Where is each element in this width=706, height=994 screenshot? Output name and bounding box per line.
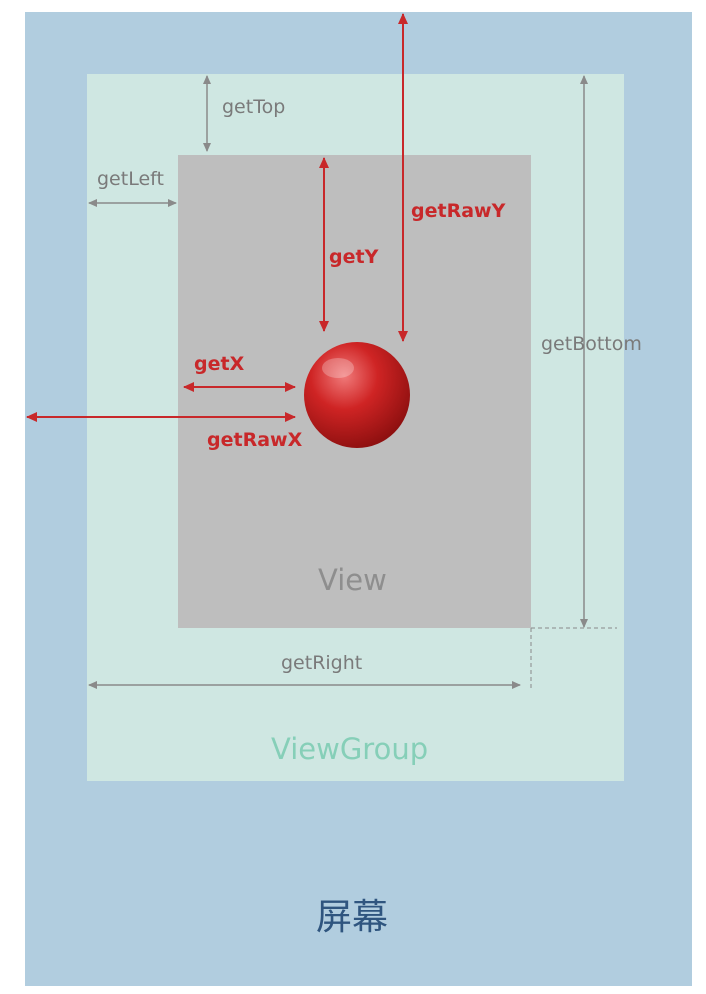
getright-label: getRight: [281, 652, 363, 674]
gety-label: getY: [329, 246, 379, 268]
getrawx-label: getRawX: [207, 429, 303, 451]
touch-point-highlight: [322, 358, 354, 378]
getx-label: getX: [194, 353, 245, 375]
gettop-label: getTop: [222, 96, 286, 118]
touch-point: [304, 342, 410, 448]
viewgroup-label: ViewGroup: [271, 732, 429, 766]
getbottom-label: getBottom: [541, 333, 642, 355]
getrawy-label: getRawY: [411, 200, 506, 222]
view-label: View: [318, 563, 387, 597]
screen-label: 屏幕: [316, 897, 389, 938]
getleft-label: getLeft: [97, 168, 164, 190]
